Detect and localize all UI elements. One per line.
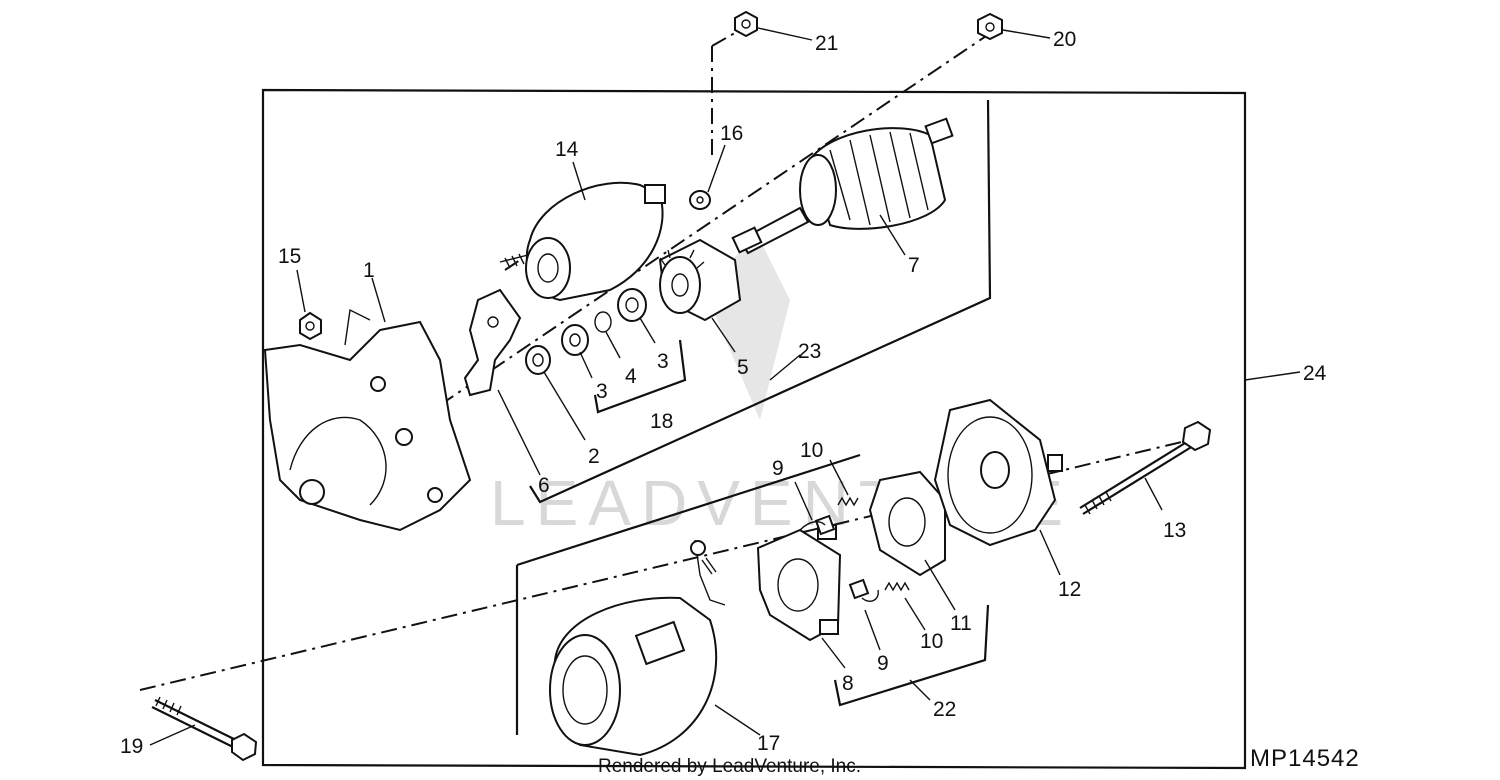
axis-nut21 xyxy=(711,29,741,160)
axis-stud xyxy=(504,259,521,271)
bracket-22b xyxy=(516,453,861,567)
callout-7: 7 xyxy=(908,254,920,277)
credit-text: Rendered by LeadVenture, Inc. xyxy=(598,756,861,777)
drive-housing-1 xyxy=(263,277,472,532)
callouts: 1 2 3 3 4 5 6 7 8 9 9 10 10 11 12 13 14 … xyxy=(120,28,1327,758)
callout-8: 8 xyxy=(842,672,854,695)
callout-21: 21 xyxy=(815,32,838,55)
bolt-19 xyxy=(149,696,258,762)
callout-14: 14 xyxy=(555,138,579,161)
kit-boundary xyxy=(261,88,1247,770)
callout-23: 23 xyxy=(798,340,821,363)
callout-20: 20 xyxy=(1053,28,1076,51)
leader-23 xyxy=(769,354,801,381)
callout-9a: 9 xyxy=(772,457,784,480)
collar-3a xyxy=(617,288,656,344)
callout-22: 22 xyxy=(933,698,956,721)
callout-3a: 3 xyxy=(596,380,608,403)
callout-9b: 9 xyxy=(877,652,889,675)
figure-code: MP14542 xyxy=(1250,745,1360,772)
callout-24: 24 xyxy=(1303,362,1327,385)
callout-16: 16 xyxy=(720,122,743,145)
callout-10a: 10 xyxy=(800,439,823,462)
plate-11 xyxy=(868,470,956,611)
axis-upper xyxy=(439,29,996,406)
brush-holder-8 xyxy=(756,524,846,669)
washer-2 xyxy=(525,345,586,441)
armature-7 xyxy=(731,117,954,256)
bracket-18 xyxy=(593,339,687,414)
end-frame-12 xyxy=(933,398,1063,576)
nut-20 xyxy=(977,12,1051,41)
spring-10b xyxy=(884,581,926,631)
callout-2: 2 xyxy=(588,445,600,468)
collar-3b xyxy=(561,324,593,379)
shift-lever-6 xyxy=(463,288,541,476)
callout-11: 11 xyxy=(950,612,972,635)
nut-15 xyxy=(296,269,322,341)
callout-10b: 10 xyxy=(920,630,943,653)
callout-17: 17 xyxy=(757,732,780,755)
callout-13: 13 xyxy=(1163,519,1186,542)
callout-4: 4 xyxy=(625,365,637,388)
callout-19: 19 xyxy=(120,735,143,758)
leader-24 xyxy=(1244,371,1301,381)
callout-5: 5 xyxy=(737,356,749,379)
spring-10a xyxy=(829,459,859,507)
callout-12: 12 xyxy=(1058,578,1081,601)
bracket-23 xyxy=(529,99,992,504)
callout-1: 1 xyxy=(363,259,375,282)
through-bolt-13 xyxy=(1079,420,1212,515)
drive-pinion-5 xyxy=(658,238,742,353)
ring-4 xyxy=(594,311,621,359)
callout-6: 6 xyxy=(538,474,550,497)
callout-3b: 3 xyxy=(657,350,669,373)
nut-21 xyxy=(734,10,813,41)
nut-16 xyxy=(689,144,726,210)
brush-9a xyxy=(794,481,836,536)
brush-9b xyxy=(848,578,881,651)
leader-22 xyxy=(909,679,931,701)
solenoid-14 xyxy=(499,161,666,302)
callout-15: 15 xyxy=(278,245,301,268)
yoke-17 xyxy=(549,539,761,757)
callout-18: 18 xyxy=(650,410,673,433)
